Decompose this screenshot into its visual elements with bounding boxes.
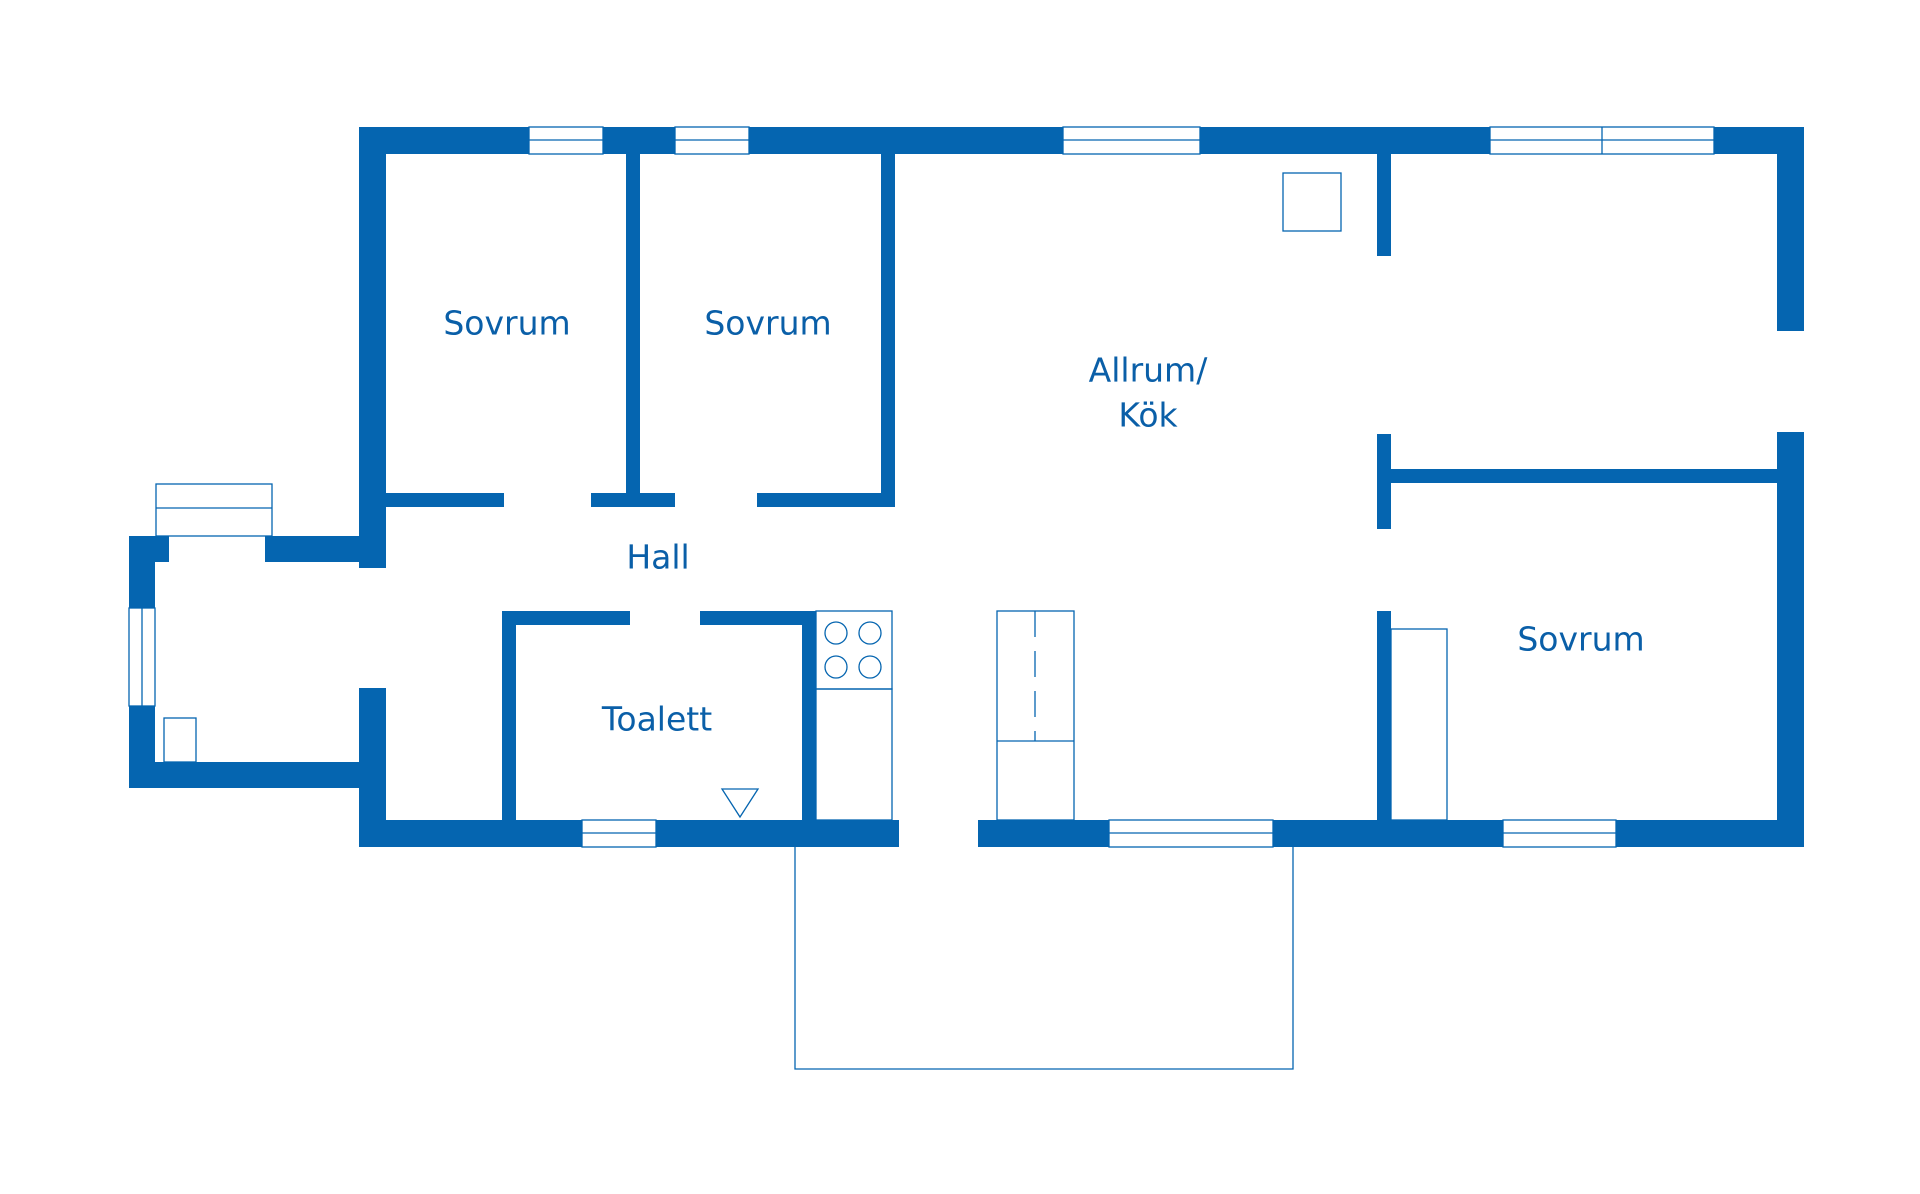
vestibule-cabinet xyxy=(163,717,197,763)
bedroom-2-wall-bottom xyxy=(757,493,895,507)
room-label-bedroom-3: Sovrum xyxy=(1517,619,1645,659)
outer-walls xyxy=(359,127,1804,847)
toilet-wall-top-right xyxy=(700,611,816,625)
wall-right-upper xyxy=(1777,127,1804,331)
terrace-outline xyxy=(794,847,1294,1070)
windows xyxy=(528,126,1715,848)
wall-right-lower xyxy=(1777,432,1804,847)
room-label-living-line2: Kök xyxy=(1118,395,1178,434)
bedroom-divider xyxy=(626,154,640,498)
toilet-wall-left xyxy=(502,611,516,820)
room-label-bedroom-1: Sovrum xyxy=(443,303,571,343)
entrance-step xyxy=(155,483,273,537)
fridge-freezer-icon xyxy=(996,610,1075,821)
bedroom-walls xyxy=(386,154,895,507)
room-label-living-kitchen: Allrum/ Kök xyxy=(1089,348,1208,437)
toilet-wall-top-left xyxy=(502,611,630,625)
bedroom-2-wall-right xyxy=(881,154,895,507)
chimney-icon xyxy=(1282,172,1342,232)
room-label-toilet: Toalett xyxy=(601,699,713,739)
vestibule-wall-bottom xyxy=(129,762,361,788)
room-label-living-line1: Allrum/ xyxy=(1088,350,1208,390)
bedroom-3-wall-top xyxy=(1377,469,1777,483)
living-divider-upper xyxy=(1377,154,1391,256)
living-divider-lower xyxy=(1377,611,1391,820)
room-label-hall: Hall xyxy=(626,537,690,577)
wall-bottom-right xyxy=(978,820,1804,847)
room-label-bedroom-2: Sovrum xyxy=(704,303,832,343)
kitchen-counter xyxy=(815,688,893,821)
bedroom-1-wall-bottom xyxy=(386,493,504,507)
vestibule xyxy=(128,483,364,788)
kitchen xyxy=(815,172,1342,821)
toilet-wall-right xyxy=(802,611,816,820)
stove-icon xyxy=(815,610,893,690)
wall-left-upper xyxy=(359,127,386,568)
wardrobe-icon xyxy=(1390,628,1448,821)
vestibule-wall-top-right xyxy=(265,536,364,562)
right-walls xyxy=(1377,154,1777,821)
floor-drain-icon xyxy=(720,788,760,819)
toilet-walls xyxy=(502,611,816,820)
bedroom-divider-foot xyxy=(591,493,675,507)
